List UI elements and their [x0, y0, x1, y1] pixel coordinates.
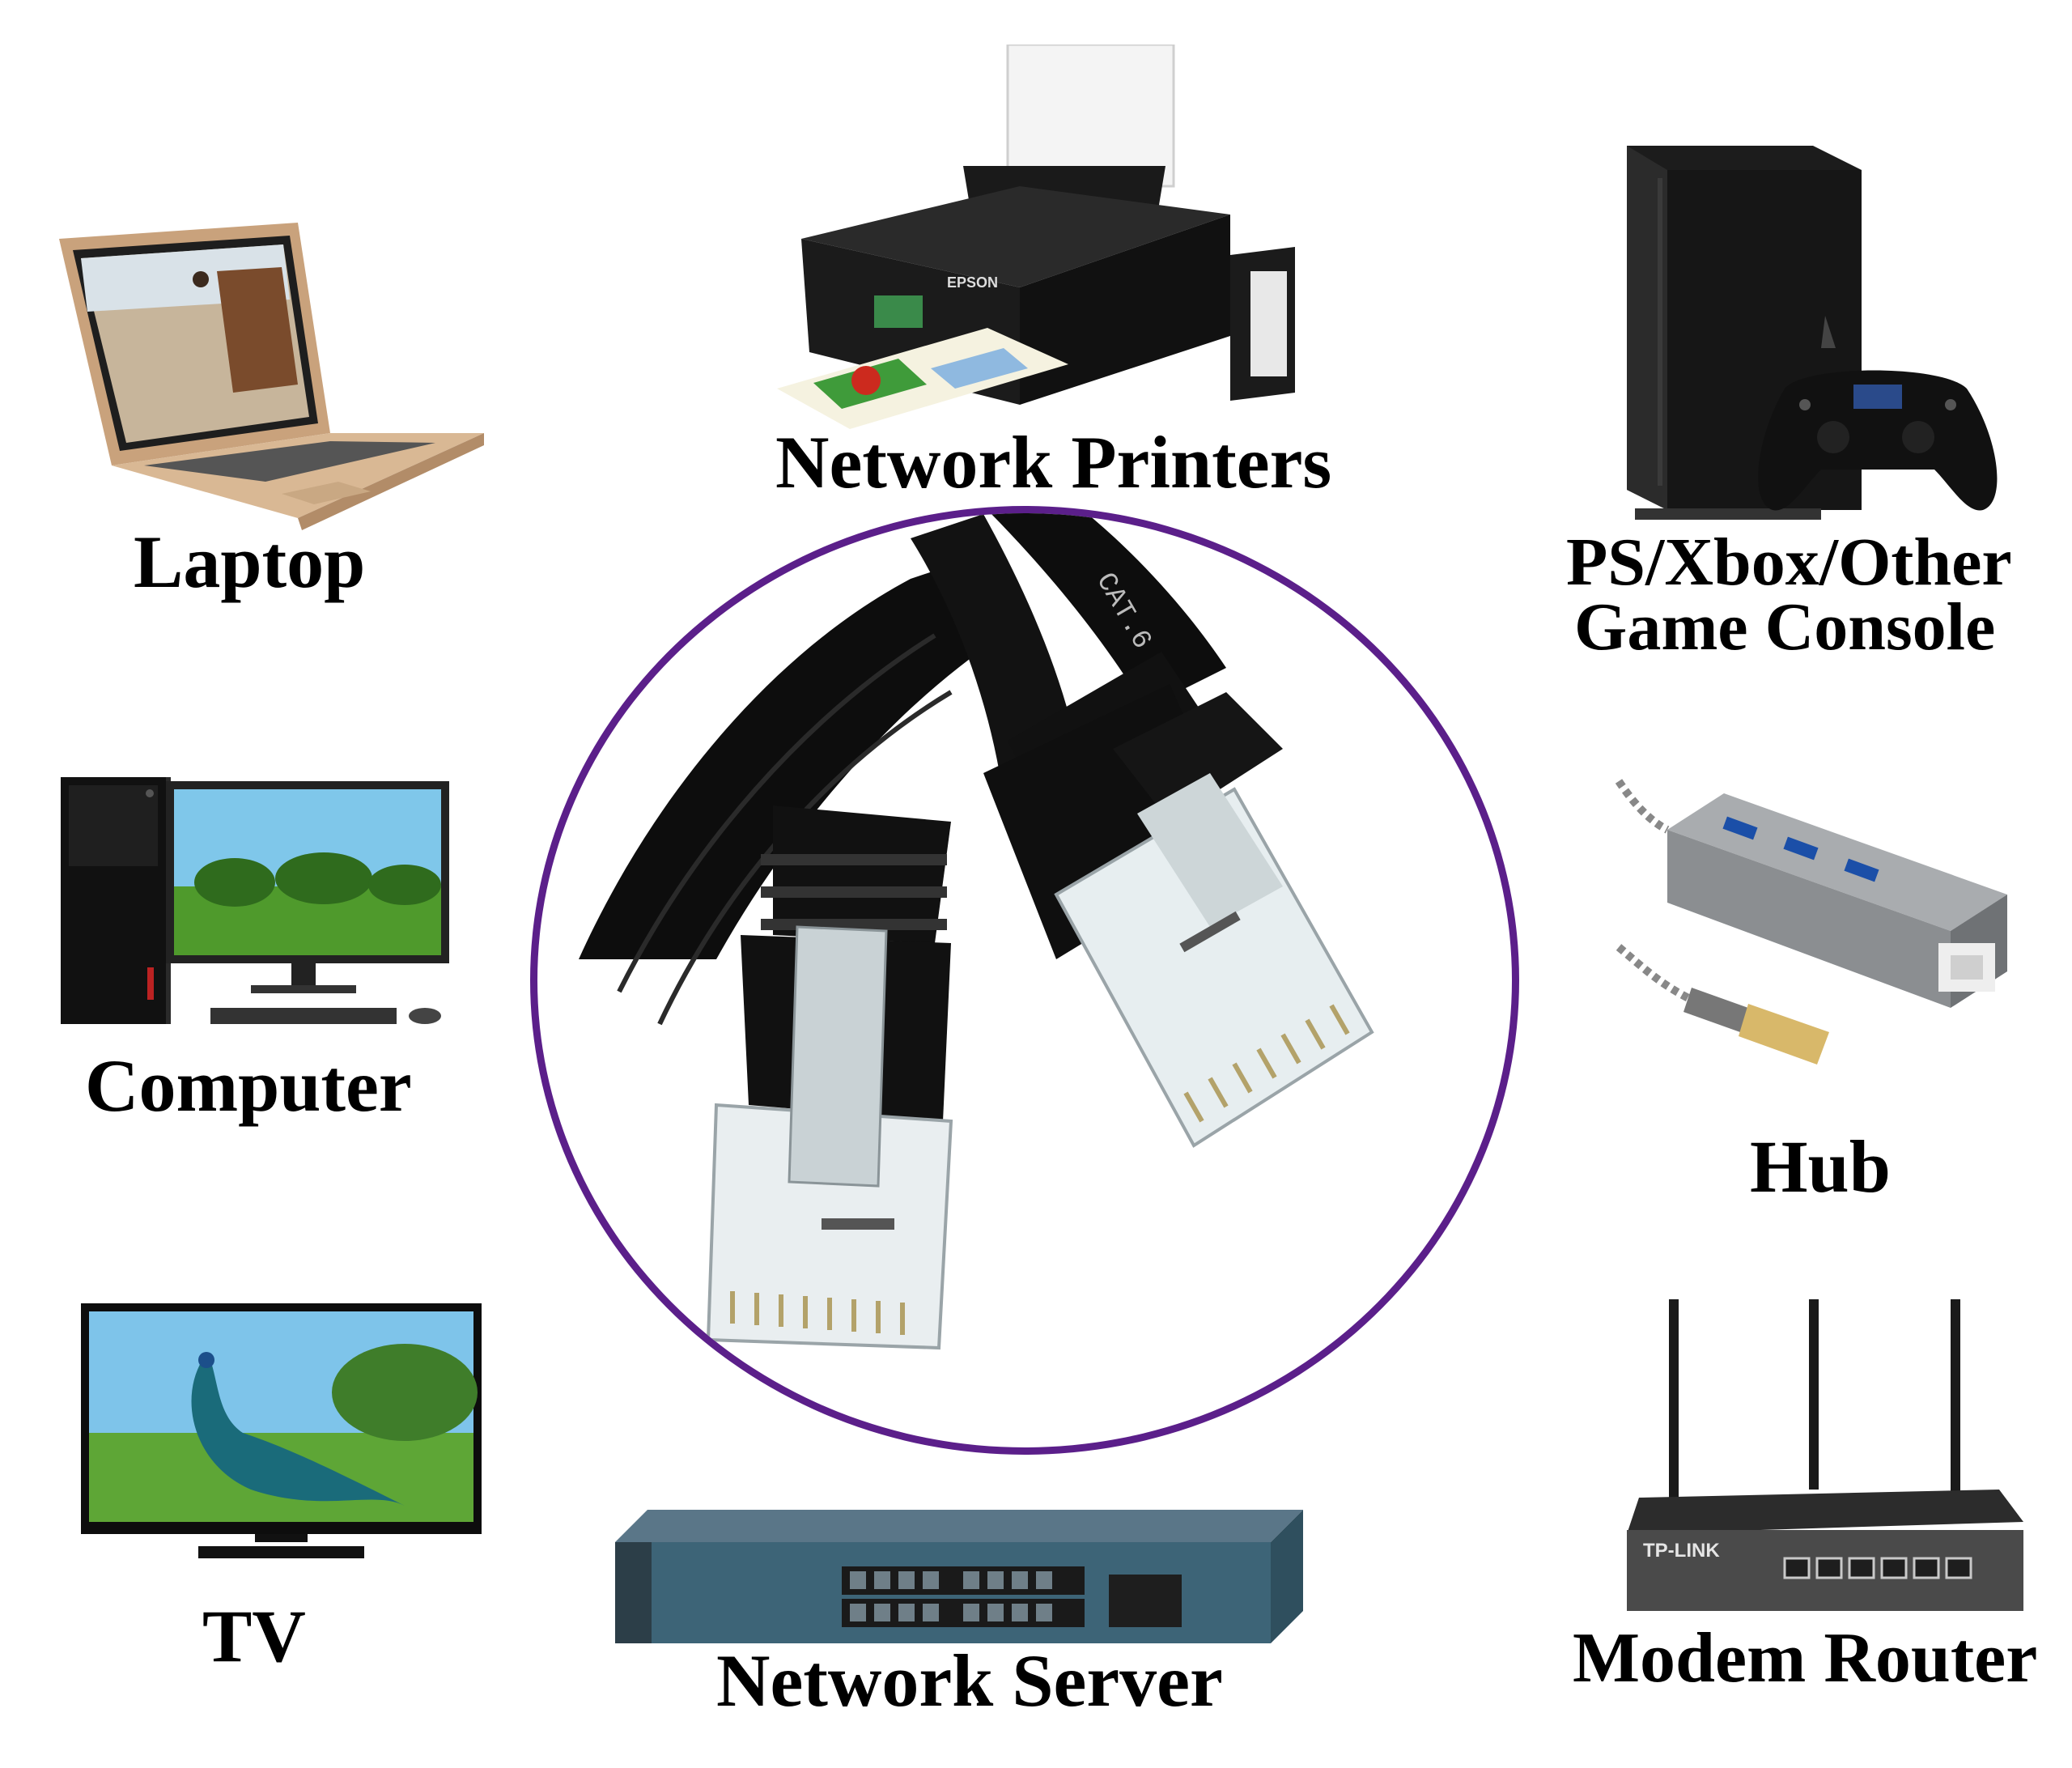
- desktop-computer-illustration: [61, 777, 449, 1024]
- usb-hub-illustration: [1615, 779, 2007, 1065]
- modem-router-label: Modem Router: [1573, 1619, 2038, 1698]
- laptop-label: Laptop: [134, 521, 366, 603]
- tv-illustration: [81, 1303, 482, 1558]
- rj45-connector-left: [706, 805, 953, 1350]
- printer-brand-text: EPSON: [947, 274, 998, 291]
- game-console-illustration: [1627, 146, 1998, 520]
- network-printers-label: Network Printers: [775, 421, 1332, 504]
- ethernet-cable-illustration: CAT.6 FLAT: [579, 513, 1374, 1350]
- game-console-label-line1: PS/Xbox/Other: [1566, 525, 2012, 600]
- network-server-label: Network Server: [716, 1639, 1223, 1722]
- network-switch-illustration: [615, 1510, 1303, 1643]
- laptop-illustration: [59, 223, 484, 530]
- hub-label: Hub: [1750, 1125, 1891, 1208]
- modem-router-illustration: TP-LINK: [1627, 1299, 2023, 1611]
- router-brand-text: TP-LINK: [1643, 1540, 1720, 1562]
- computer-label: Computer: [85, 1044, 412, 1127]
- tv-label: TV: [202, 1595, 306, 1677]
- rj45-connector-right: [983, 652, 1374, 1148]
- game-controller-illustration: [1758, 370, 1998, 511]
- game-console-label-line2: Game Console: [1574, 589, 1996, 665]
- network-printer-illustration: EPSON: [777, 45, 1295, 429]
